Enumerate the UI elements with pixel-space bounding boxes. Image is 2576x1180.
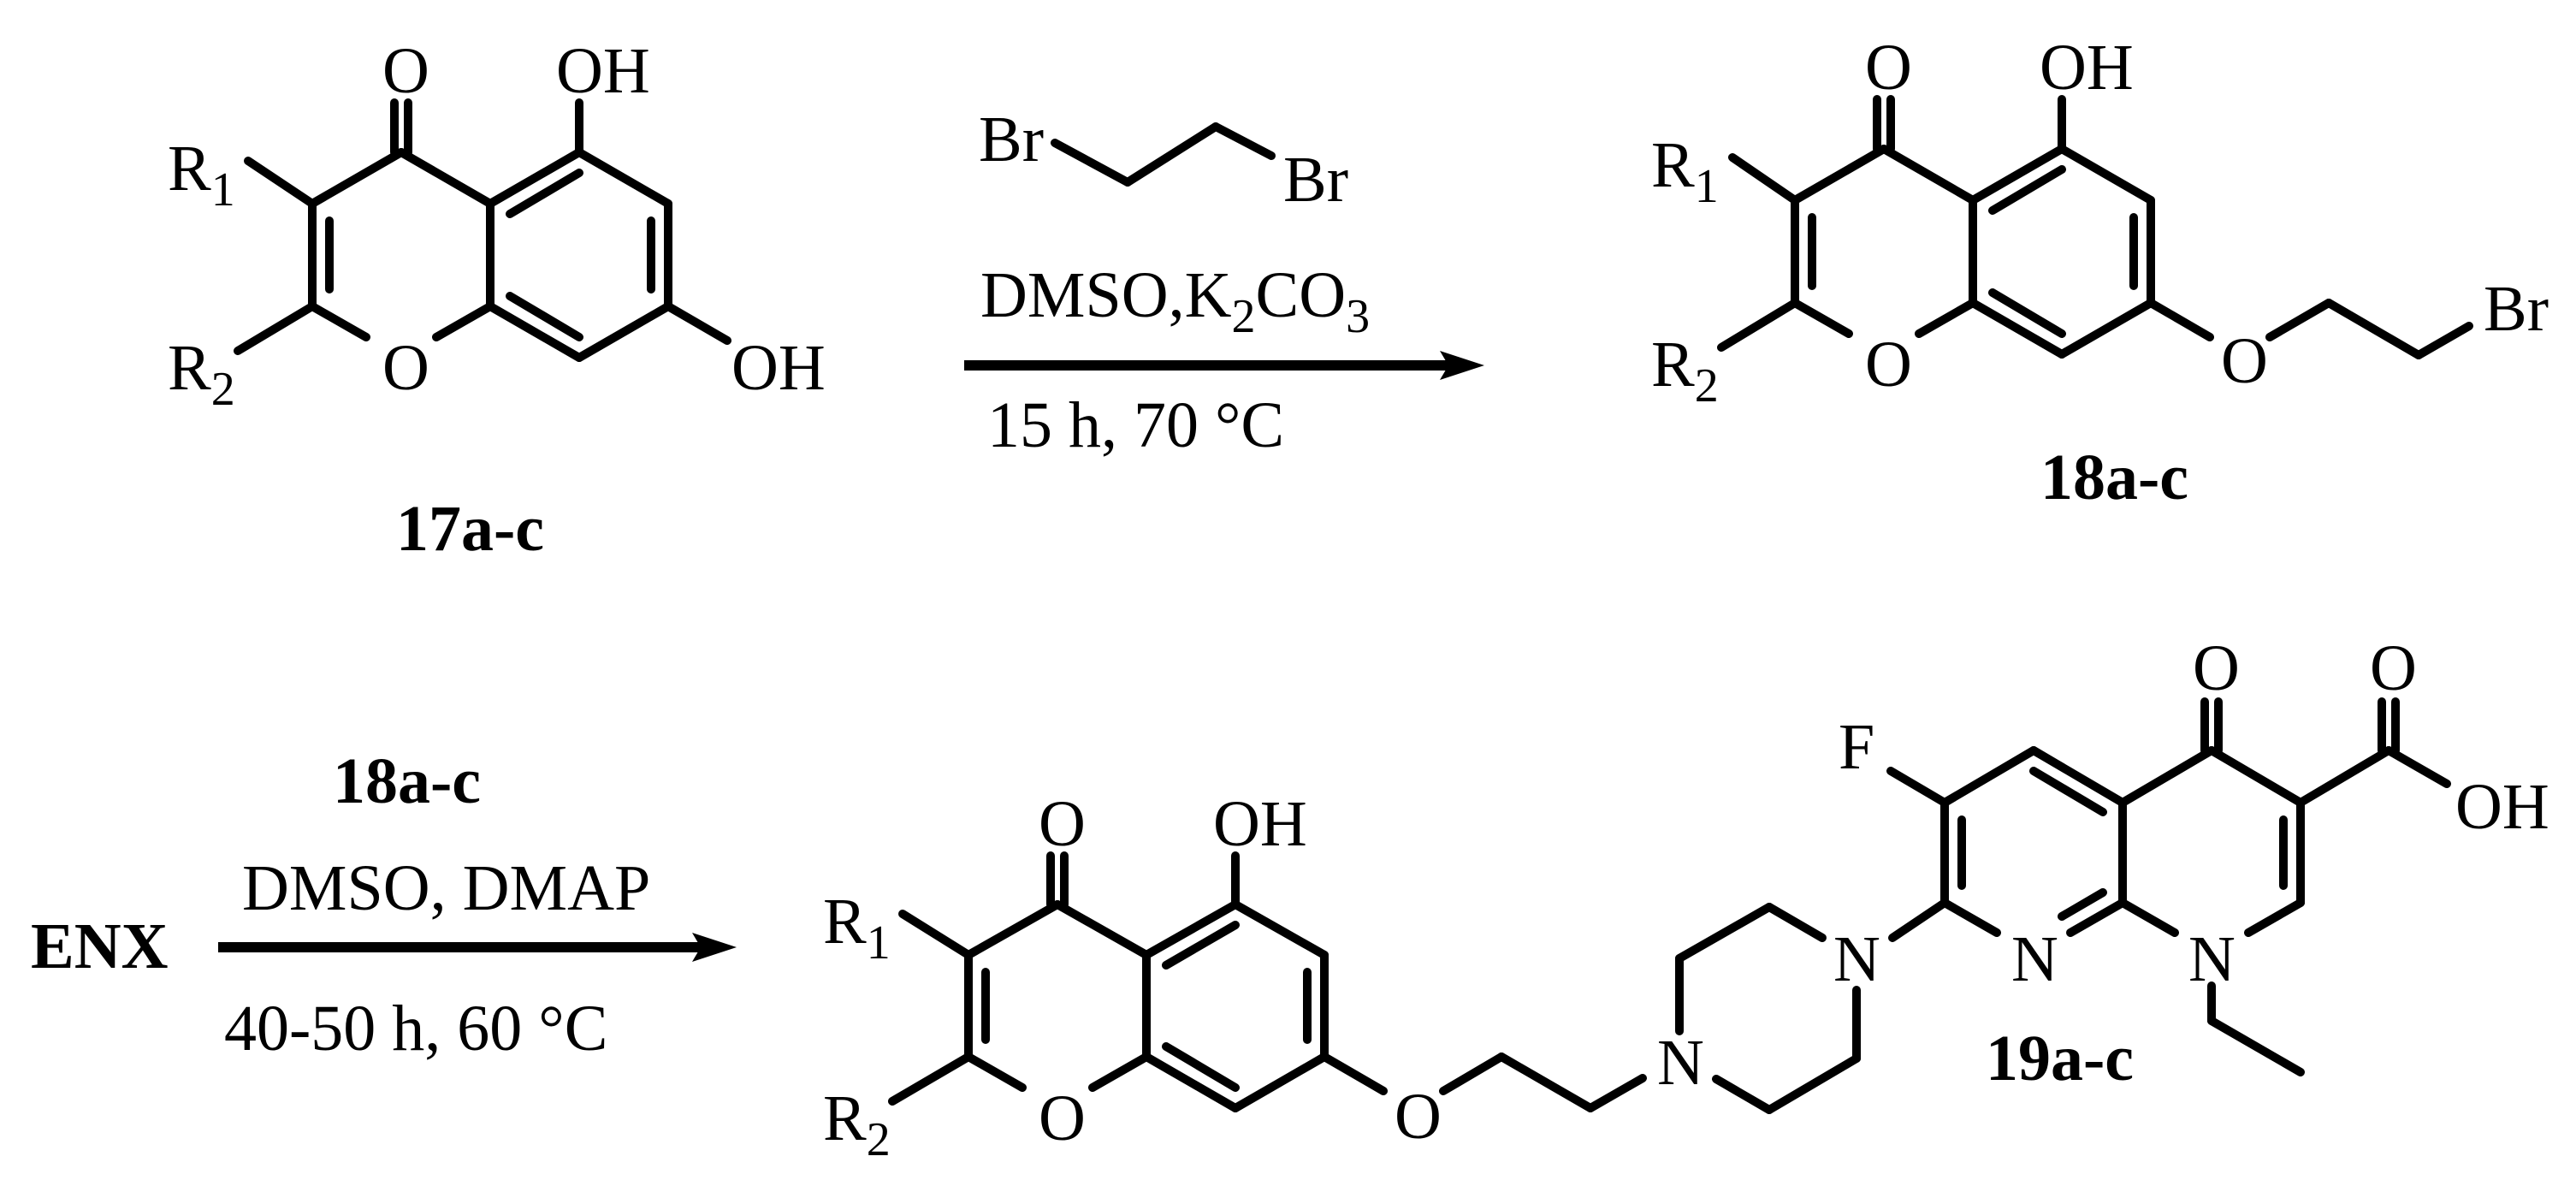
r2-group: R2 — [1651, 329, 1719, 412]
bromine-right: Br — [1283, 144, 1348, 216]
arrow-head-2 — [692, 933, 737, 962]
bromine-left: Br — [979, 104, 1044, 175]
step2-reagents: ENX 18a-c DMSO, DMAP 40-50 h, 60 °C — [31, 745, 737, 1064]
conditions-above-step1: DMSO,K2CO3 — [980, 259, 1370, 343]
ring-oxygen: O — [1039, 1082, 1086, 1154]
hydroxyl-5: OH — [556, 35, 650, 107]
ring-oxygen: O — [1865, 329, 1912, 400]
carbonyl-oxygen: O — [1039, 788, 1086, 860]
carbonyl-oxygen: O — [1865, 32, 1912, 104]
conditions-above-step2: DMSO, DMAP — [242, 852, 650, 924]
r1-group: R1 — [1651, 129, 1719, 213]
r1-group: R1 — [168, 133, 235, 216]
conditions-below-step2: 40-50 h, 60 °C — [224, 993, 607, 1064]
hydroxyl-7: OH — [731, 332, 826, 404]
ether-oxygen: O — [1395, 1081, 1442, 1153]
compound-label-19: 19a-c — [1986, 1023, 2134, 1094]
compound-label-18: 18a-c — [2040, 442, 2188, 513]
ether-oxygen: O — [2221, 325, 2268, 397]
fluorine: F — [1839, 711, 1874, 783]
acid-hydroxyl: OH — [2455, 771, 2549, 843]
naphthyridine-n8: N — [2011, 923, 2058, 995]
ring-oxygen: O — [382, 332, 429, 404]
enoxacin-label: ENX — [31, 910, 168, 982]
hydroxyl-5: OH — [2040, 32, 2134, 104]
conditions-below-step1: 15 h, 70 °C — [987, 389, 1284, 461]
acid-carbonyl-oxygen: O — [2370, 632, 2417, 704]
naphthyridine-n1: N — [2188, 923, 2235, 995]
hydroxyl-5: OH — [1213, 788, 1307, 860]
bromine: Br — [2484, 273, 2549, 345]
reagent-label-18: 18a-c — [333, 745, 481, 817]
piperazine-n4: N — [1657, 1027, 1704, 1099]
keto-oxygen: O — [2193, 632, 2240, 704]
piperazine-n1: N — [1833, 923, 1880, 995]
compound-18: O OH O O Br R1 R2 18a-c — [1651, 32, 2549, 513]
step1-reagents: Br Br DMSO,K2CO3 15 h, 70 °C — [964, 104, 1484, 461]
arrow-head-1 — [1440, 351, 1484, 380]
compound-19: O OH O O R1 R2 N N F N N O O OH 19a-c — [823, 632, 2549, 1166]
r2-group: R2 — [823, 1082, 891, 1166]
carbonyl-oxygen: O — [382, 35, 429, 107]
compound-17: O OH O OH R1 R2 17a-c — [168, 35, 826, 565]
r1-group: R1 — [823, 886, 891, 969]
r2-group: R2 — [168, 332, 235, 416]
compound-label-17: 17a-c — [396, 493, 544, 565]
